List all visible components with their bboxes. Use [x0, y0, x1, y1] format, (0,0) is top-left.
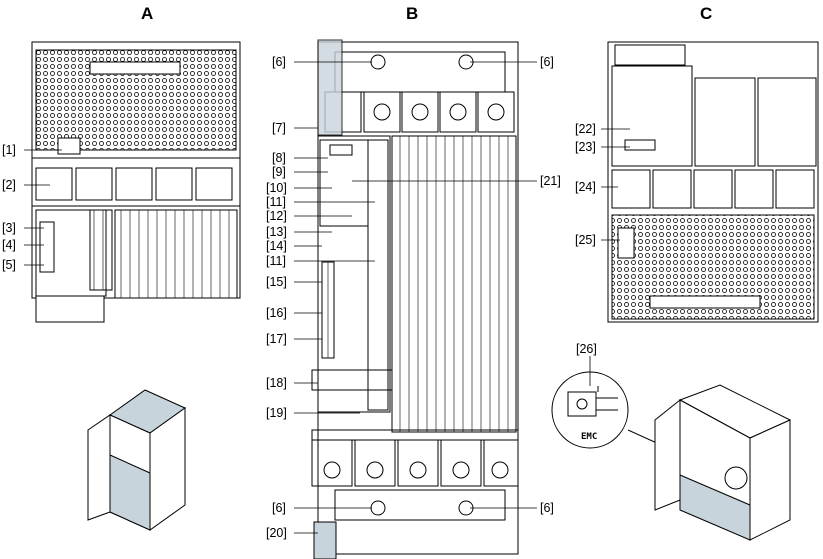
emc-label: EMC — [581, 432, 598, 442]
callout-9: [9] — [272, 165, 286, 179]
callout-4: [4] — [2, 238, 16, 252]
callout-24: [24] — [575, 180, 596, 194]
device-c — [607, 41, 819, 323]
callout-22: [22] — [575, 122, 596, 136]
callout-19: [19] — [266, 406, 287, 420]
callout-13: [13] — [266, 225, 287, 239]
device-c-isometric — [654, 384, 792, 541]
device-b — [311, 39, 519, 559]
section-label-b: B — [406, 4, 419, 23]
callout-23: [23] — [575, 140, 596, 154]
callout-10: [10] — [266, 181, 287, 195]
callout-16: [16] — [266, 306, 287, 320]
callout-11-upper: [11] — [266, 195, 286, 209]
callout-2: [2] — [2, 178, 16, 192]
callout-6-top-left: [6] — [272, 55, 286, 69]
callout-14: [14] — [266, 239, 287, 253]
callout-6-top-right: [6] — [540, 55, 554, 69]
callout-15: [15] — [266, 275, 287, 289]
callout-3: [3] — [2, 221, 16, 235]
section-label-c: C — [700, 4, 713, 23]
callout-11-lower: [11] — [266, 254, 286, 268]
device-a — [31, 41, 241, 323]
device-a-isometric — [87, 389, 186, 531]
callout-7: [7] — [272, 121, 286, 135]
callout-20: [20] — [266, 526, 287, 540]
callout-6-bottom-right: [6] — [540, 501, 554, 515]
callout-17: [17] — [266, 332, 287, 346]
callout-12: [12] — [266, 209, 287, 223]
callout-18: [18] — [266, 376, 287, 390]
callout-6-bottom-left: [6] — [272, 501, 286, 515]
section-label-a: A — [141, 4, 154, 23]
callout-8: [8] — [272, 151, 286, 165]
callout-26: [26] — [576, 342, 597, 356]
leader-lines — [24, 61, 630, 534]
callout-21: [21] — [540, 174, 561, 188]
callout-5: [5] — [2, 258, 16, 272]
callout-1: [1] — [2, 143, 16, 157]
callout-25: [25] — [575, 233, 596, 247]
